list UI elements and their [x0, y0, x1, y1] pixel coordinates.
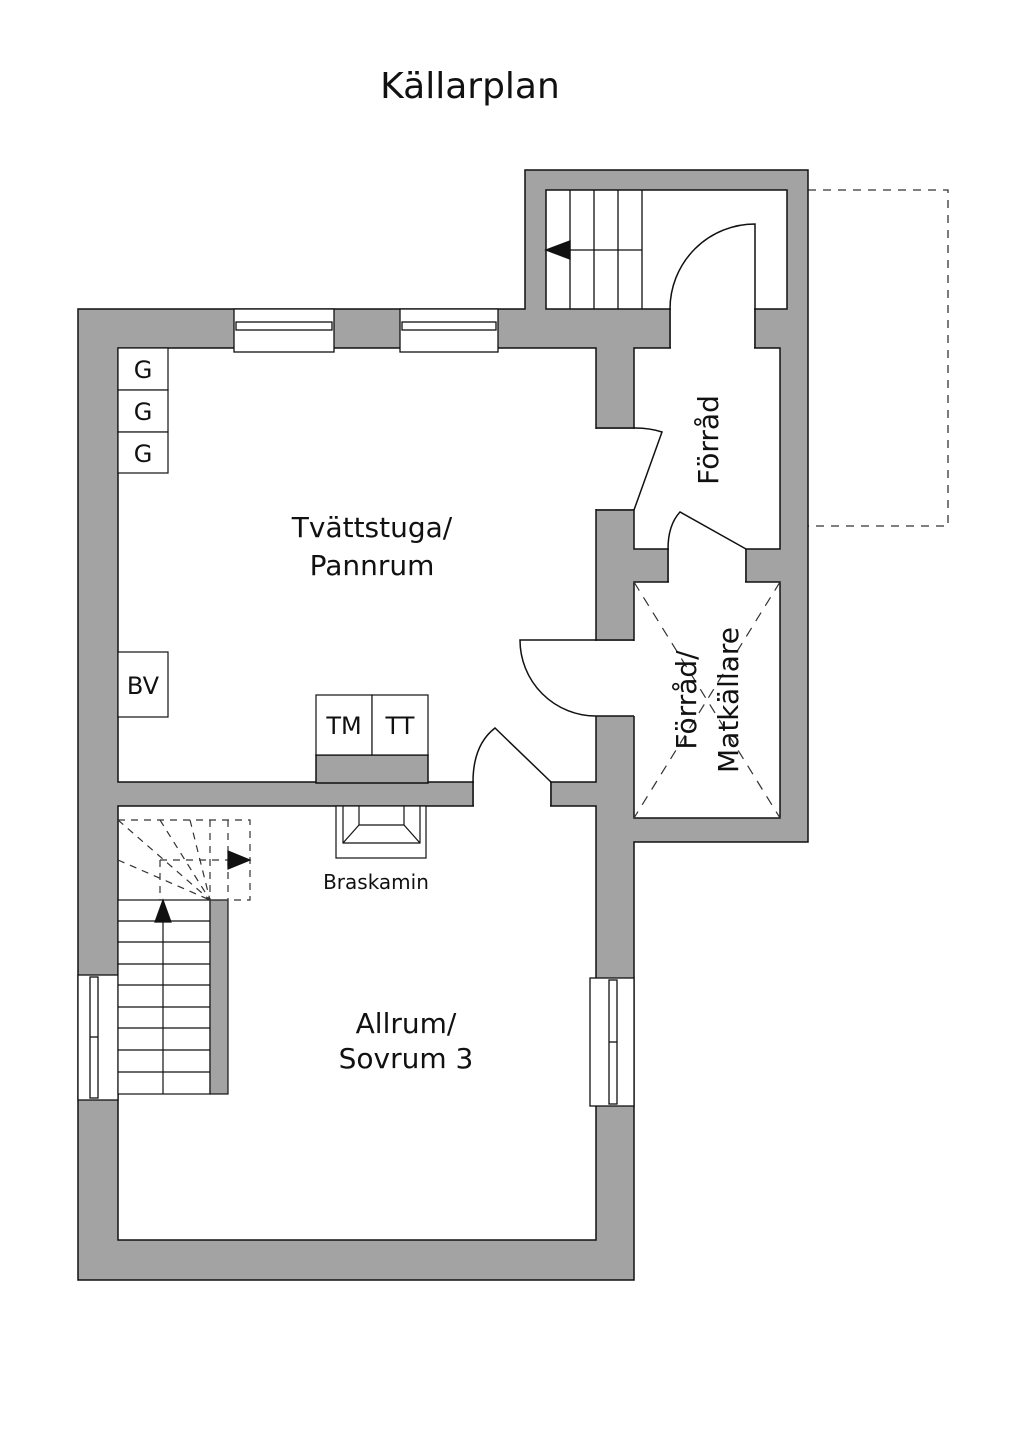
gas-label: G: [134, 440, 153, 468]
door-pantry-storage[interactable]: [667, 511, 747, 550]
wall-bump: [315, 754, 429, 784]
stove-label: Braskamin: [323, 870, 429, 894]
arrow-left-icon: [544, 240, 571, 260]
room-label-family-2: Sovrum 3: [339, 1042, 474, 1075]
doors: [472, 223, 756, 783]
tm-box: [315, 694, 373, 756]
bv-label: BV: [127, 672, 160, 700]
stove-outline: [335, 805, 427, 859]
door-stair[interactable]: [669, 223, 756, 310]
door-pantry[interactable]: [519, 639, 597, 717]
room-pantry: [633, 581, 781, 819]
arrow-right-icon: [227, 850, 252, 870]
exterior-outline: [808, 189, 949, 527]
room-label-pantry-2: Matkällare: [712, 627, 745, 773]
gas-label: G: [134, 398, 153, 426]
room-label-pantry: Förråd/: [670, 650, 703, 750]
room-label-laundry: Tvättstuga/: [291, 511, 453, 544]
tm-label: TM: [325, 712, 361, 740]
stairs-top: [544, 190, 643, 309]
plan-title: Källarplan: [380, 66, 560, 107]
room-label-storage: Förråd: [692, 395, 725, 485]
room-label-family: Allrum/: [356, 1007, 457, 1040]
gas-box: [117, 431, 169, 474]
stove-icon: [342, 806, 421, 844]
gas-box: [117, 347, 169, 391]
door-family[interactable]: [472, 727, 552, 783]
arrow-up-icon: [154, 898, 172, 923]
bv-box: [117, 651, 169, 718]
room-label-laundry-2: Pannrum: [310, 549, 435, 582]
gas-label: G: [134, 356, 153, 384]
tt-box: [371, 694, 429, 756]
stairs-lower: [117, 819, 252, 1095]
windows: [77, 308, 635, 1107]
tt-label: TT: [385, 712, 415, 740]
door-storage[interactable]: [633, 427, 663, 511]
gas-box: [117, 389, 169, 433]
